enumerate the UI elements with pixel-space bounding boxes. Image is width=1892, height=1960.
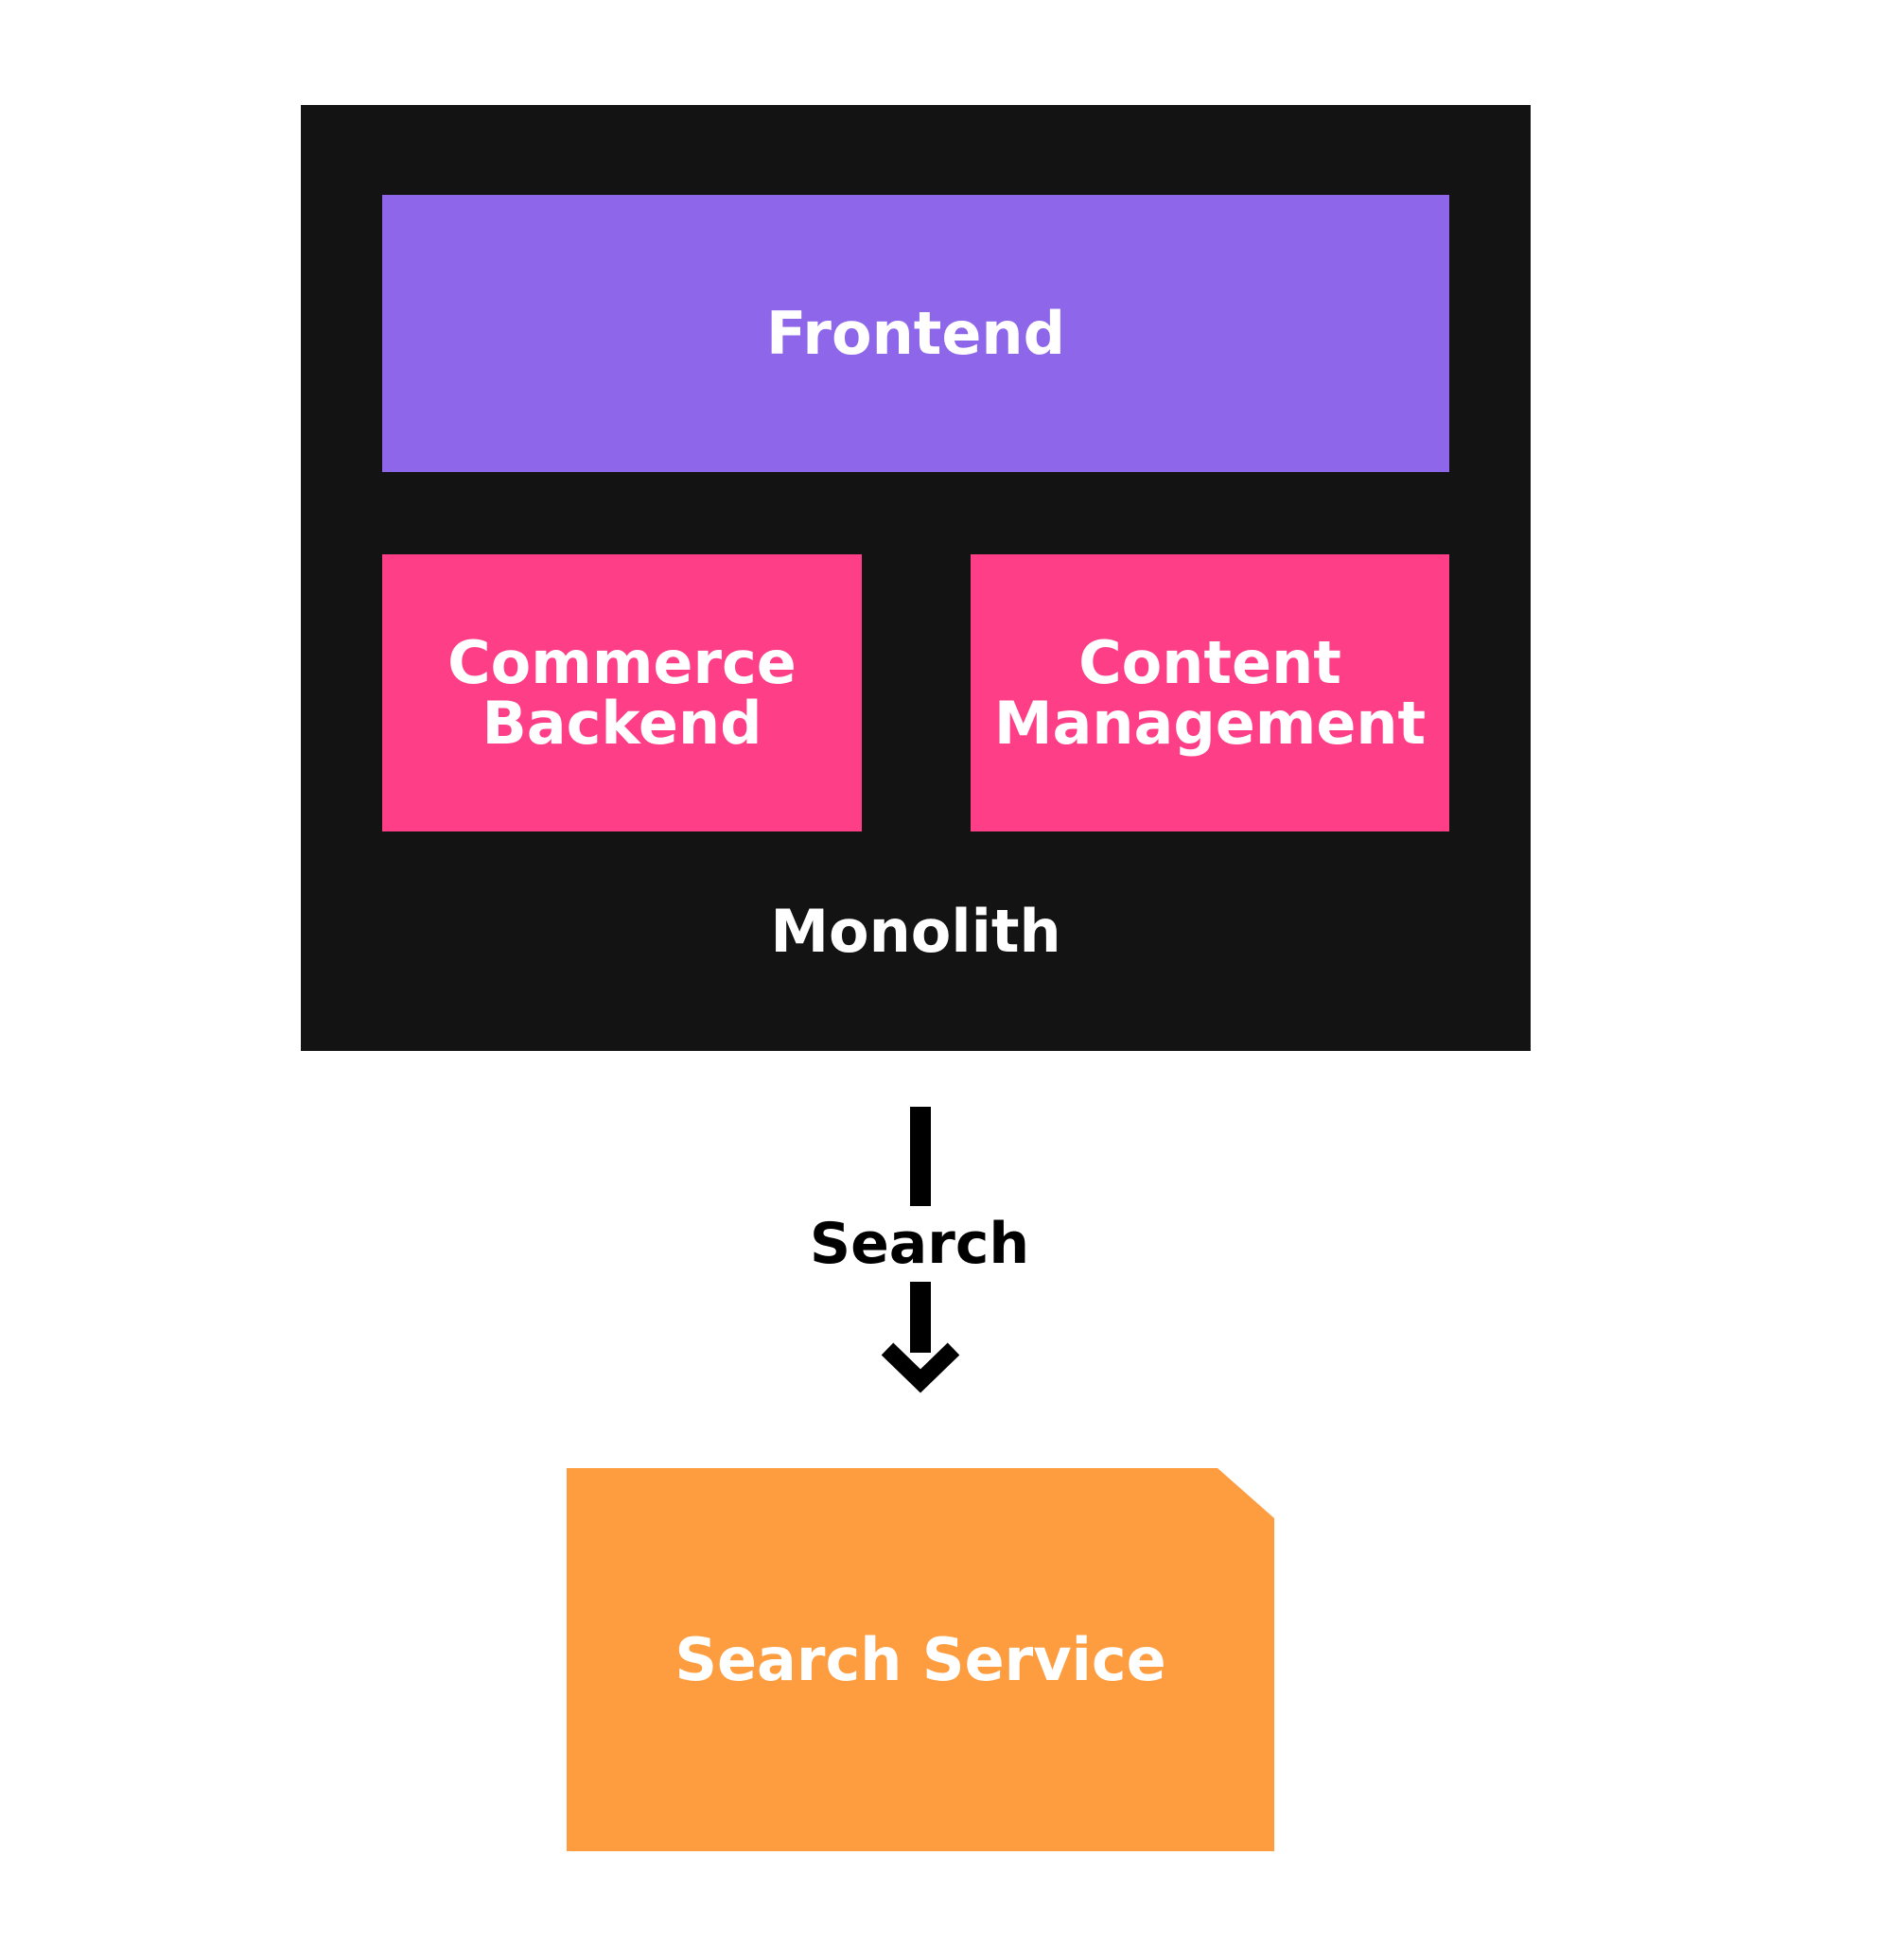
monolith-label: Monolith xyxy=(770,897,1061,966)
frontend-label: Frontend xyxy=(766,298,1065,368)
commerce-backend-label: Commerce Backend xyxy=(447,627,797,758)
search-service-label: Search Service xyxy=(674,1625,1166,1694)
commerce-backend-box: Commerce Backend xyxy=(382,554,862,831)
content-management-box: Content Management xyxy=(971,554,1449,831)
search-edge-label: Search xyxy=(778,1206,1061,1282)
arrow-head xyxy=(881,1342,960,1393)
frontend-box: Frontend xyxy=(382,195,1449,472)
search-service-box: Search Service xyxy=(567,1468,1274,1851)
search-service-shape xyxy=(567,1468,1274,1851)
content-management-label: Content Management xyxy=(993,627,1427,758)
